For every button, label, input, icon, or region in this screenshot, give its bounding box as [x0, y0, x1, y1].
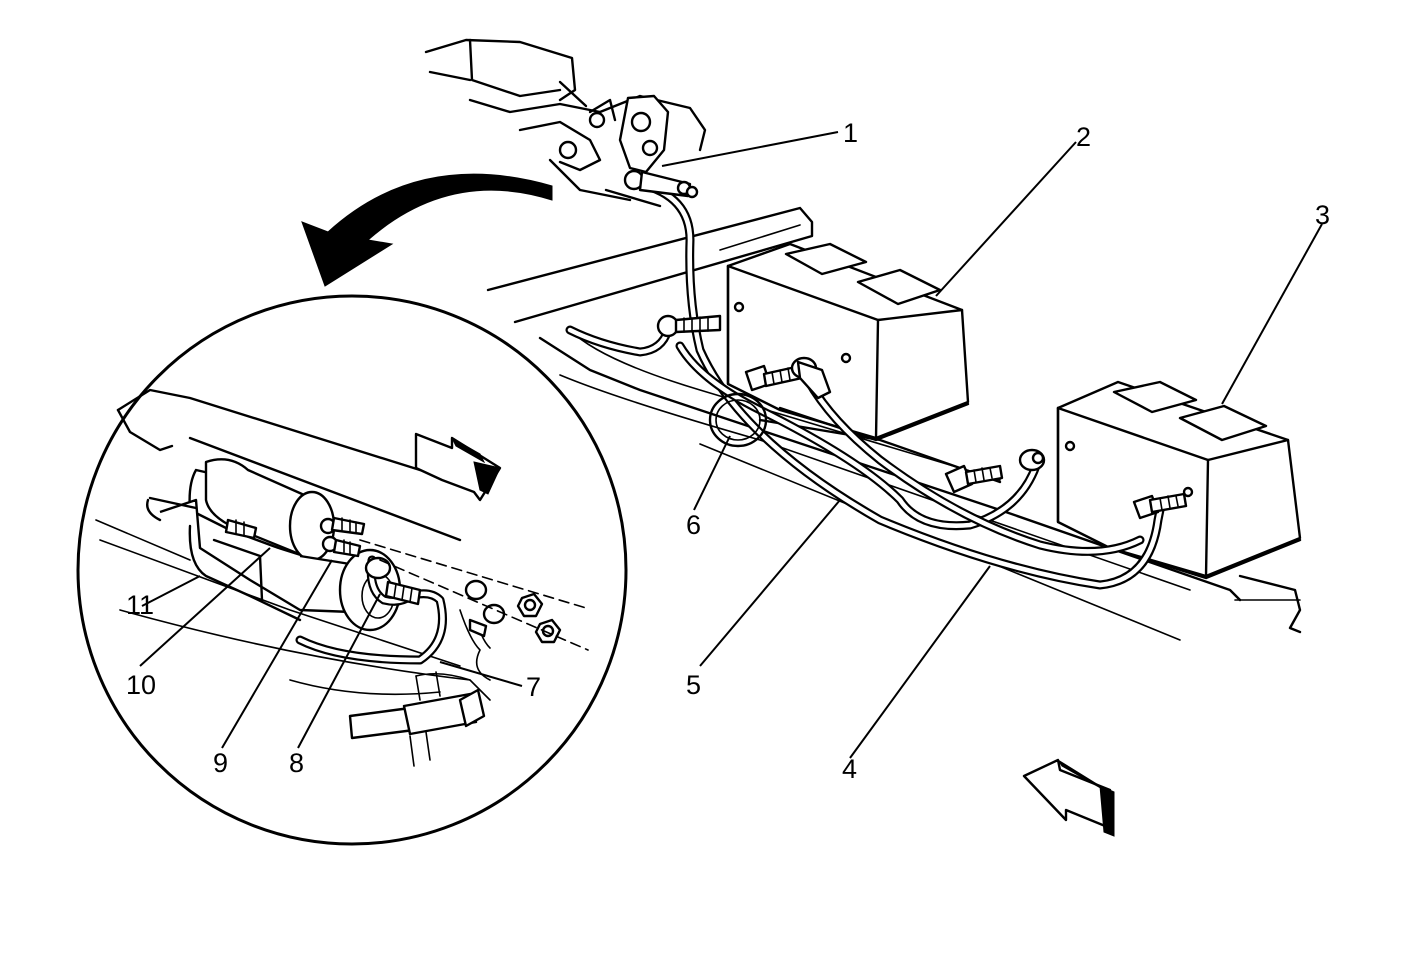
callout-8: 8 — [289, 748, 304, 778]
callout-3: 3 — [1315, 200, 1330, 230]
callout-6: 6 — [686, 510, 701, 540]
washers-nuts — [359, 539, 589, 651]
terminal-bolt-2 — [656, 314, 722, 338]
callout-7: 7 — [526, 672, 541, 702]
inset-detail — [76, 294, 628, 846]
callout-4: 4 — [842, 754, 857, 784]
cable-loop-6 — [708, 392, 768, 448]
terminal-bolt-battery3-side — [944, 448, 1046, 494]
terminal-1 — [623, 169, 699, 199]
solenoid-studs — [224, 516, 366, 558]
callout-labels: 1 2 3 4 5 6 7 8 9 10 11 — [126, 118, 1330, 784]
cable-5 — [675, 341, 1041, 531]
wire-connector — [348, 671, 491, 767]
battery-2 — [726, 242, 970, 442]
leader-lines — [139, 131, 1323, 759]
rotate-arrow-icon — [301, 173, 553, 287]
front-arrow-icon — [1022, 758, 1115, 837]
callout-9: 9 — [213, 748, 228, 778]
callout-5: 5 — [686, 670, 701, 700]
callout-11: 11 — [126, 590, 154, 620]
callout-1: 1 — [843, 118, 858, 148]
cable-lower-left — [565, 325, 673, 357]
callout-2: 2 — [1076, 122, 1091, 152]
engine-mount — [424, 38, 707, 208]
callout-10: 10 — [126, 670, 156, 700]
terminal-bolt-battery3-top — [1132, 492, 1188, 520]
cable-main — [635, 179, 1165, 590]
inset-direction-arrow-icon — [414, 432, 502, 502]
cable-4 — [803, 375, 1145, 556]
terminal-bolt-battery2 — [744, 356, 832, 400]
battery-3 — [1056, 380, 1302, 580]
